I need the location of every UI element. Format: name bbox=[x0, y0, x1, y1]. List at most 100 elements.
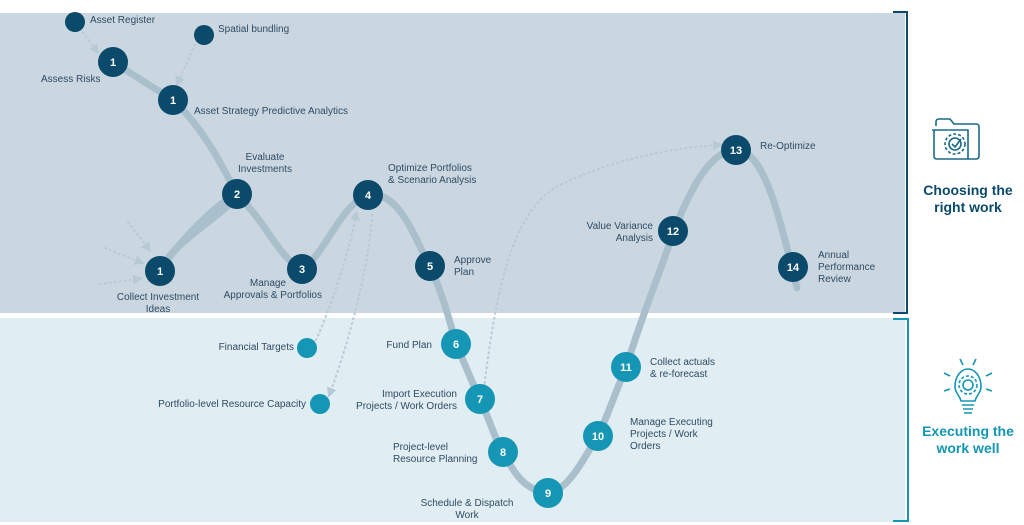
label-line: Resource Planning bbox=[393, 454, 478, 465]
label-line: Review bbox=[818, 274, 851, 285]
top-bracket bbox=[893, 11, 908, 314]
label-line: Projects / Work bbox=[630, 429, 698, 440]
step-number: 14 bbox=[787, 262, 800, 274]
connector-idea-2 bbox=[104, 247, 145, 265]
step-label-collect-actuals: Collect actuals & re-forecast bbox=[650, 357, 715, 381]
label-line: Approve bbox=[454, 255, 492, 266]
step-node-collect-actuals[interactable]: 11 bbox=[611, 352, 641, 382]
label-line: Work bbox=[455, 510, 479, 521]
label-line: & Scenario Analysis bbox=[388, 175, 477, 186]
label-line: Annual bbox=[818, 250, 850, 261]
input-label-resource-capacity: Portfolio-level Resource Capacity bbox=[158, 399, 306, 410]
step-circle[interactable] bbox=[488, 437, 518, 467]
step-circle[interactable] bbox=[465, 384, 495, 414]
step-node-assess-risks[interactable]: 1 bbox=[98, 47, 128, 77]
section-title-choosing: Choosing the right work bbox=[908, 182, 1024, 216]
input-label-spatial-bundling: Spatial bundling bbox=[218, 24, 290, 35]
step-circle[interactable] bbox=[287, 254, 317, 284]
step-circle[interactable] bbox=[353, 180, 383, 210]
step-label-value-variance: Value Variance Analysis bbox=[560, 221, 653, 245]
input-label-financial-targets: Financial Targets bbox=[218, 342, 294, 353]
connector-financial-targets bbox=[315, 210, 361, 341]
input-dot-resource-capacity[interactable] bbox=[310, 394, 330, 414]
label-line: Manage Executing bbox=[630, 417, 713, 428]
step-node-evaluate-investments[interactable]: 2 bbox=[222, 179, 252, 209]
step-number: 10 bbox=[592, 431, 604, 443]
step-circle[interactable] bbox=[222, 179, 252, 209]
connector-idea-1 bbox=[127, 221, 152, 252]
step-label-assess-risks: Assess Risks bbox=[41, 74, 101, 85]
step-label-collect-ideas: Collect Investment Ideas bbox=[88, 292, 228, 316]
step-number: 1 bbox=[110, 57, 116, 69]
step-label-project-planning: Project-level Resource Planning bbox=[393, 442, 478, 466]
step-node-optimize-portfolios[interactable]: 4 bbox=[353, 180, 383, 210]
step-number: 4 bbox=[365, 190, 372, 202]
label-line: Collect actuals bbox=[650, 357, 716, 368]
label-line: Performance bbox=[818, 262, 876, 273]
connector-asset-register bbox=[79, 27, 99, 55]
step-number: 12 bbox=[667, 226, 679, 238]
step-number: 5 bbox=[427, 261, 433, 273]
label-line: Import Execution bbox=[381, 389, 457, 400]
step-label-manage-approvals: Manage Approvals & Portfolios bbox=[200, 278, 322, 302]
step-label-import-execution: Import Execution Projects / Work Orders bbox=[330, 389, 457, 413]
step-number: 9 bbox=[545, 488, 551, 500]
label-line: Ideas bbox=[145, 304, 171, 315]
step-number: 8 bbox=[500, 447, 506, 459]
step-node-fund-plan[interactable]: 6 bbox=[441, 329, 471, 359]
step-node-manage-approvals[interactable]: 3 bbox=[287, 254, 317, 284]
step-circle[interactable] bbox=[778, 252, 808, 282]
lightbulb-gear-icon bbox=[943, 358, 993, 414]
step-number: 11 bbox=[620, 362, 632, 374]
input-dot-spatial-bundling[interactable] bbox=[194, 25, 214, 45]
step-node-annual-review[interactable]: 14 bbox=[778, 252, 808, 282]
step-number: 1 bbox=[157, 266, 163, 278]
step-label-reoptimize: Re-Optimize bbox=[760, 141, 816, 152]
step-label-optimize: Optimize Portfolios & Scenario Analysis bbox=[388, 163, 476, 187]
step-circle[interactable] bbox=[611, 352, 641, 382]
step-number: 2 bbox=[234, 189, 240, 201]
step-number: 3 bbox=[299, 264, 305, 276]
step-number: 6 bbox=[453, 339, 459, 351]
step-label-manage-executing: Manage Executing Projects / Work Orders bbox=[630, 417, 713, 453]
step-circle[interactable] bbox=[533, 478, 563, 508]
label-line: & re-forecast bbox=[650, 369, 708, 380]
step-node-re-optimize[interactable]: 13 bbox=[721, 135, 751, 165]
dotted-connectors bbox=[79, 27, 723, 398]
step-node-import-execution[interactable]: 7 bbox=[465, 384, 495, 414]
title-line: Executing the bbox=[922, 423, 1014, 439]
label-line: Orders bbox=[630, 441, 661, 452]
step-node-manage-executing[interactable]: 10 bbox=[583, 421, 613, 451]
step-circle[interactable] bbox=[721, 135, 751, 165]
connector-resource-capacity bbox=[327, 214, 373, 398]
label-line: Projects / Work Orders bbox=[356, 401, 457, 412]
section-title-executing: Executing the work well bbox=[908, 423, 1024, 457]
step-circle[interactable] bbox=[415, 251, 445, 281]
step-number: 1 bbox=[170, 95, 176, 107]
step-node-value-variance[interactable]: 12 bbox=[658, 216, 688, 246]
title-line: right work bbox=[934, 199, 1002, 215]
step-node-approve-plan[interactable]: 5 bbox=[415, 251, 445, 281]
step-number: 13 bbox=[730, 145, 742, 157]
input-dot-asset-register[interactable] bbox=[65, 12, 85, 32]
label-line: Manage bbox=[249, 278, 286, 289]
label-line: Project-level bbox=[393, 442, 449, 453]
step-circle[interactable] bbox=[158, 85, 188, 115]
step-circle[interactable] bbox=[98, 47, 128, 77]
input-dot-financial-targets[interactable] bbox=[297, 338, 317, 358]
step-node-asset-strategy[interactable]: 1 bbox=[158, 85, 188, 115]
step-circle[interactable] bbox=[441, 329, 471, 359]
step-circle[interactable] bbox=[145, 256, 175, 286]
label-line: Evaluate bbox=[245, 152, 285, 163]
step-label-approve: Approve Plan bbox=[454, 255, 491, 279]
step-node-schedule-dispatch[interactable]: 9 bbox=[533, 478, 563, 508]
step-circle[interactable] bbox=[583, 421, 613, 451]
step-node-project-resource-planning[interactable]: 8 bbox=[488, 437, 518, 467]
label-line: Plan bbox=[454, 267, 475, 278]
step-node-collect-investment-ideas[interactable]: 1 bbox=[145, 256, 175, 286]
connector-7-13 bbox=[478, 140, 723, 394]
step-circle[interactable] bbox=[658, 216, 688, 246]
title-line: work well bbox=[936, 440, 1000, 456]
bottom-bracket bbox=[893, 318, 909, 522]
